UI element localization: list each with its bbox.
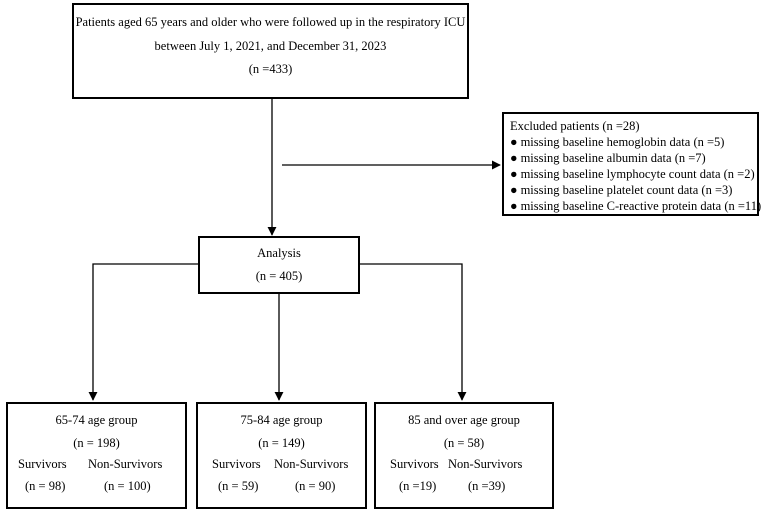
population-count: (n =433) — [248, 62, 293, 76]
excluded-item-label: missing baseline lymphocyte count data (… — [520, 167, 755, 181]
age-group-85-plus-box: 85 and over age group (n = 58) Survivors… — [374, 402, 554, 509]
bullet-icon: ● — [510, 135, 518, 149]
survivors-count: (n = 98) — [25, 479, 66, 493]
group-title: 65-74 age group — [55, 413, 138, 427]
bullet-icon: ● — [510, 151, 518, 165]
non-survivors-label: Non-Survivors — [88, 457, 163, 471]
non-survivors-count: (n =39) — [468, 479, 506, 493]
group-title: 75-84 age group — [240, 413, 323, 427]
study-period: between July 1, 2021, and December 31, 2… — [154, 39, 387, 53]
group-count: (n = 149) — [258, 436, 305, 450]
excluded-item: ●missing baseline albumin data (n =7) — [510, 152, 706, 165]
group-title: 85 and over age group — [408, 413, 520, 427]
age-group-65-74-box: 65-74 age group (n = 198) Survivors Non-… — [6, 402, 187, 509]
excluded-item: ●missing baseline hemoglobin data (n =5) — [510, 136, 724, 149]
non-survivors-label: Non-Survivors — [448, 457, 523, 471]
analysis-count: (n = 405) — [255, 269, 303, 283]
study-population-box: Patients aged 65 years and older who wer… — [72, 3, 469, 99]
bullet-icon: ● — [510, 183, 518, 197]
excluded-item-label: missing baseline platelet count data (n … — [520, 183, 733, 197]
population-description: Patients aged 65 years and older who wer… — [75, 15, 466, 29]
excluded-patients-box: Excluded patients (n =28) ●missing basel… — [502, 112, 761, 216]
bullet-icon: ● — [510, 167, 518, 181]
excluded-item: ●missing baseline platelet count data (n… — [510, 184, 732, 197]
non-survivors-count: (n = 90) — [295, 479, 336, 493]
excluded-item-label: missing baseline albumin data (n =7) — [520, 151, 706, 165]
excluded-item-label: missing baseline hemoglobin data (n =5) — [520, 135, 725, 149]
survivors-label: Survivors — [18, 457, 67, 471]
survivors-count: (n = 59) — [218, 479, 259, 493]
group-count: (n = 58) — [443, 436, 485, 450]
analysis-box: Analysis (n = 405) — [198, 236, 360, 294]
survivors-count: (n =19) — [399, 479, 437, 493]
excluded-item: ●missing baseline lymphocyte count data … — [510, 168, 755, 181]
non-survivors-count: (n = 100) — [104, 479, 151, 493]
arrow-analysis-to-group-85-plus — [360, 263, 467, 401]
arrow-analysis-to-group-65-74 — [88, 263, 198, 401]
excluded-title: Excluded patients (n =28) — [510, 119, 640, 133]
age-group-75-84-box: 75-84 age group (n = 149) Survivors Non-… — [196, 402, 367, 509]
bullet-icon: ● — [510, 199, 518, 213]
analysis-title: Analysis — [257, 246, 301, 260]
non-survivors-label: Non-Survivors — [274, 457, 349, 471]
survivors-label: Survivors — [212, 457, 261, 471]
excluded-item: ●missing baseline C-reactive protein dat… — [510, 200, 761, 213]
excluded-item-label: missing baseline C-reactive protein data… — [520, 199, 762, 213]
survivors-label: Survivors — [390, 457, 439, 471]
group-count: (n = 198) — [73, 436, 120, 450]
